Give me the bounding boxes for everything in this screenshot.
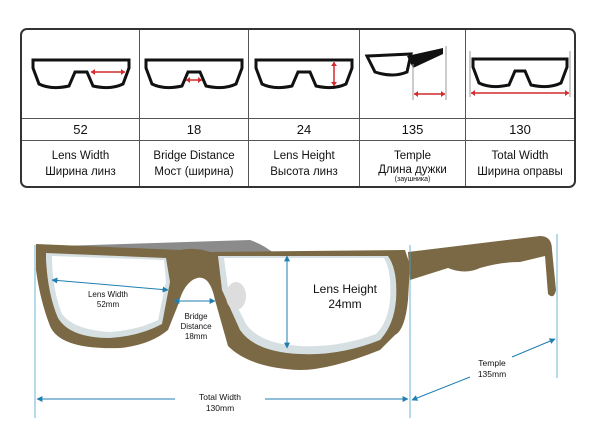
temple-mm: 135mm — [478, 369, 506, 379]
lens-width-arrow — [51, 277, 169, 293]
temple-arrow-lower — [411, 376, 471, 401]
lens-height-icon — [249, 30, 360, 119]
total-width-value: 130 — [466, 119, 574, 141]
bridge-distance-value: 18 — [140, 119, 249, 141]
right-lens-inner — [224, 258, 391, 347]
lens-width-text: Lens Width — [88, 290, 128, 299]
label-en: Lens Height — [273, 149, 335, 162]
temple-value: 135 — [360, 119, 466, 141]
label-ru: Длина дужки — [378, 163, 447, 176]
label-en: Lens Width — [51, 149, 110, 162]
bridge-text-2: Distance — [180, 322, 212, 331]
label-en: Temple — [393, 149, 432, 162]
lens-height-value: 24 — [249, 119, 360, 141]
label-ru: Высота линз — [270, 165, 338, 178]
lens-width-value: 52 — [22, 119, 140, 141]
nose-pad — [226, 282, 246, 310]
lens-height-mm: 24mm — [328, 297, 361, 311]
label-en: Total Width — [491, 149, 549, 162]
left-lens-inner — [52, 256, 166, 332]
label-ru: Ширина линз — [45, 165, 116, 178]
total-width-icon — [466, 30, 574, 119]
temple-text: Temple — [478, 358, 506, 368]
temple-arm — [408, 236, 556, 297]
total-width-text: Total Width — [199, 392, 241, 402]
bridge-text-1: Bridge — [184, 312, 208, 321]
bridge-mm: 18mm — [185, 332, 208, 341]
bridge-distance-icon — [140, 30, 249, 119]
temple-arrow-upper — [511, 338, 556, 358]
lens-width-mm: 52mm — [97, 300, 120, 309]
total-width-mm: 130mm — [206, 403, 234, 413]
label-ru: Ширина оправы — [477, 165, 563, 178]
temple-length-icon — [360, 30, 466, 119]
label-note: (заушника) — [394, 175, 431, 183]
label-ru: Мост (ширина) — [154, 165, 234, 178]
lens-height-text: Lens Height — [313, 282, 378, 296]
lens-width-icon — [22, 30, 140, 119]
label-en: Bridge Distance — [153, 149, 235, 162]
